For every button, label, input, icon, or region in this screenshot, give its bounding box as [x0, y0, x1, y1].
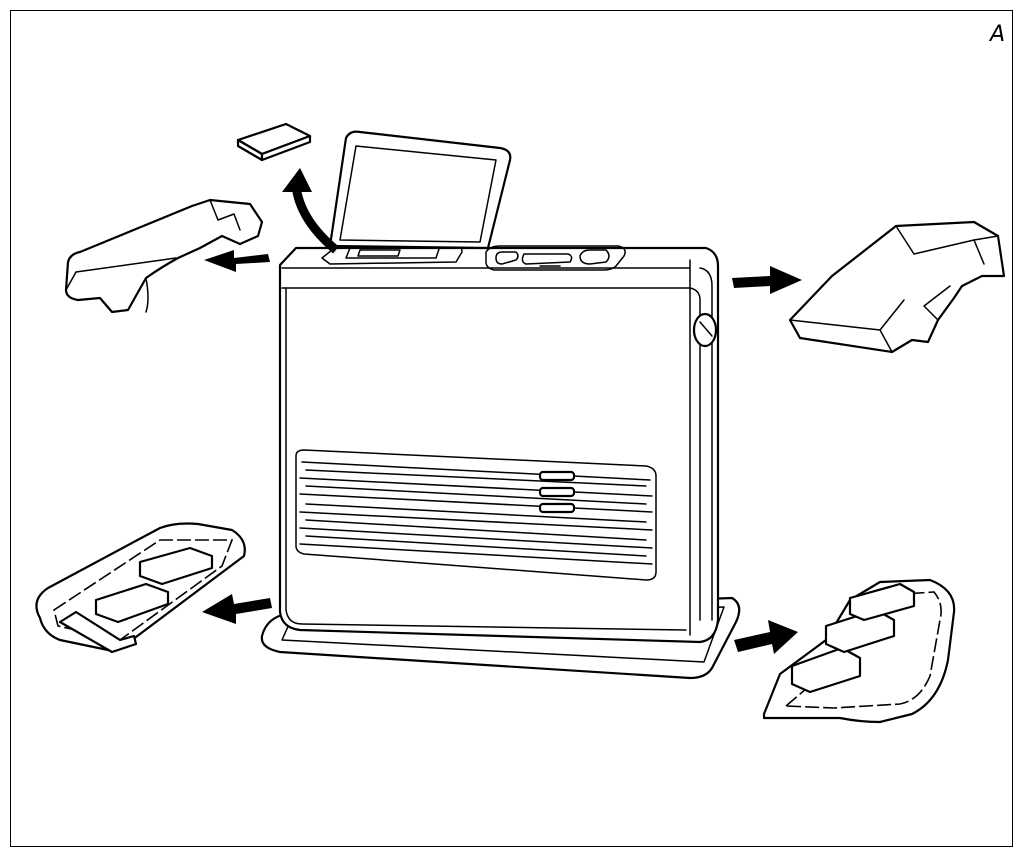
removal-arrow-icon: [282, 168, 339, 254]
filler-lid-icon: [328, 130, 512, 250]
removal-arrow-icon: [202, 594, 272, 624]
bottom-left-foot-icon: [35, 522, 246, 654]
top-left-cover-icon: [64, 198, 264, 314]
figure-frame: [10, 10, 1013, 847]
filter-cap-icon: [236, 122, 312, 162]
removal-arrow-icon: [732, 266, 802, 294]
kerosene-heater-icon: [260, 239, 741, 680]
figure-label: A: [989, 22, 1005, 47]
top-right-cover-icon: [788, 220, 1006, 354]
removal-arrow-icon: [734, 620, 798, 654]
removal-arrow-icon: [204, 250, 270, 272]
bottom-right-foot-icon: [762, 578, 956, 724]
